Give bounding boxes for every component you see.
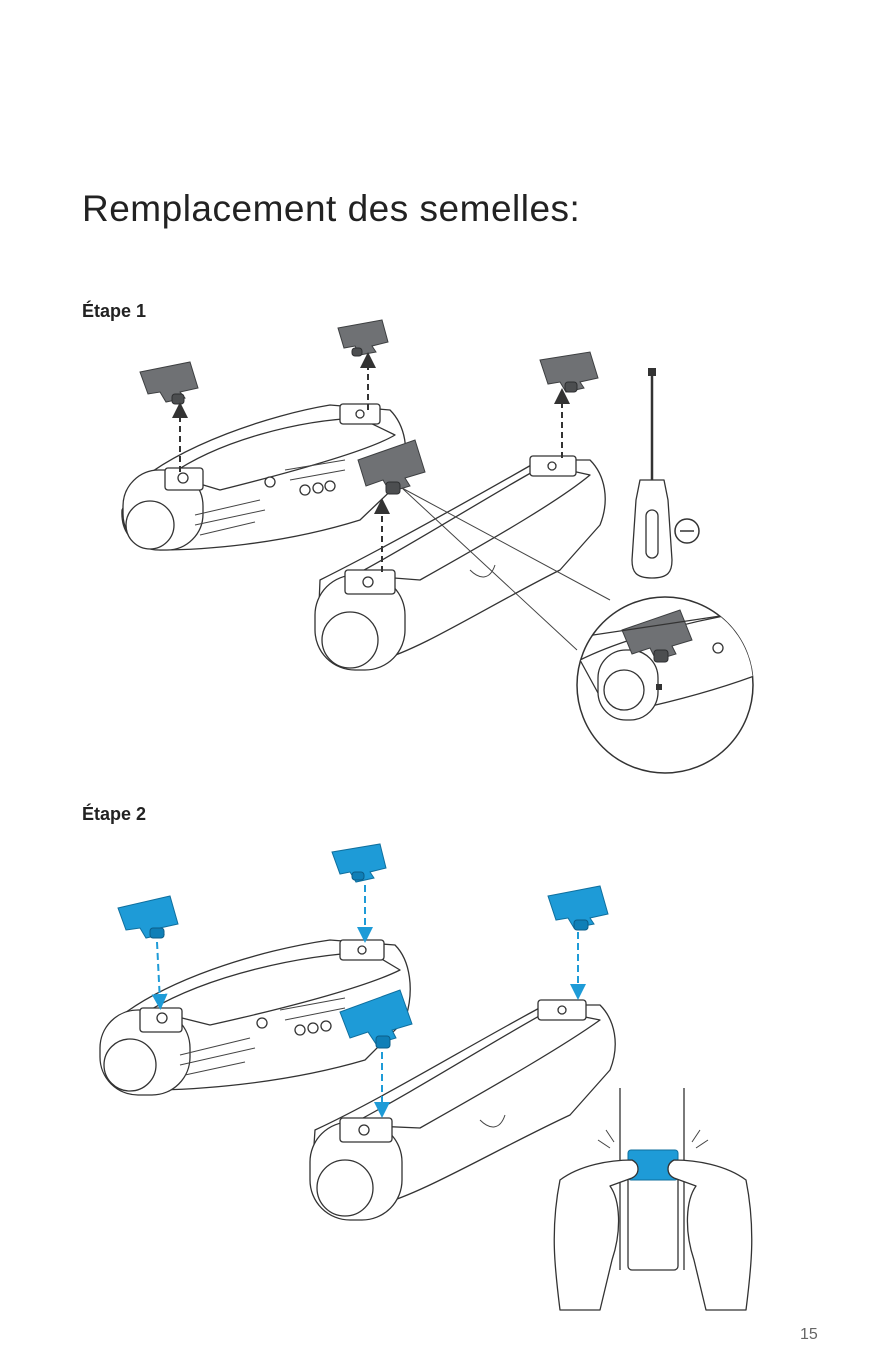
step-2-illustration	[0, 830, 881, 1330]
page-number: 15	[800, 1326, 818, 1344]
step-2-label: Étape 2	[82, 804, 146, 825]
page-title: Remplacement des semelles:	[82, 188, 580, 230]
press-pad-hands-icon	[554, 1088, 752, 1310]
step-1-illustration	[0, 310, 881, 780]
flathead-screwdriver-icon	[632, 368, 699, 578]
